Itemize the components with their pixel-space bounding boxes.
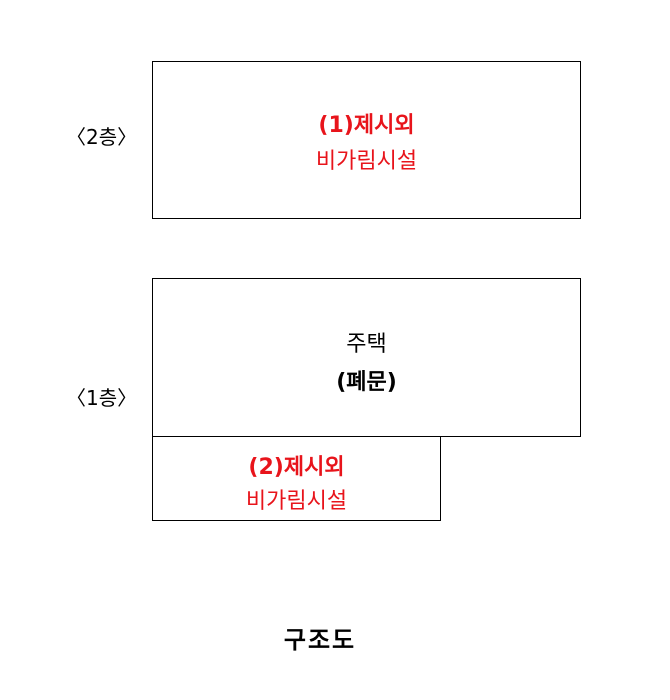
floor-1-annex-title: (2)제시외 bbox=[248, 455, 345, 480]
floor-1-house-box: 주택 (폐문) bbox=[152, 278, 581, 437]
diagram-title: 구조도 bbox=[283, 626, 357, 654]
floor-1-annex-box: (2)제시외 비가림시설 bbox=[152, 436, 441, 521]
floor-2-box-title: (1)제시외 bbox=[318, 113, 415, 138]
floor-2-label: 〈2층〉 bbox=[66, 125, 138, 149]
floor-1-house-title: 주택 bbox=[346, 332, 387, 357]
floor-2-box-subtitle: 비가림시설 bbox=[315, 149, 418, 174]
floor-1-annex-subtitle: 비가림시설 bbox=[245, 489, 348, 514]
floor-1-label: 〈1층〉 bbox=[66, 386, 138, 410]
floor-2-box: (1)제시외 비가림시설 bbox=[152, 61, 581, 219]
floor-1-house-subtitle: (폐문) bbox=[336, 370, 397, 395]
